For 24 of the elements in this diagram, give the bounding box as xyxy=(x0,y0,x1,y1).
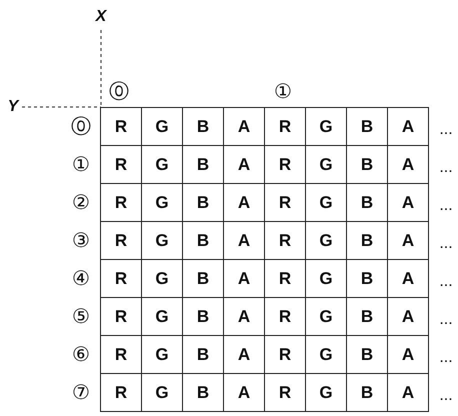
row-number: ⑤ xyxy=(71,304,91,330)
row-number: ⓪ xyxy=(70,114,92,140)
row-number: ④ xyxy=(71,266,91,292)
ellipsis: ... xyxy=(438,158,454,178)
column-number: ⓪ xyxy=(108,80,130,104)
row-number: ③ xyxy=(71,228,91,254)
table-cell: R xyxy=(100,373,142,412)
row-number: ⑥ xyxy=(71,342,91,368)
table-cell: A xyxy=(387,373,429,412)
axis-label: X xyxy=(94,7,108,27)
ellipsis: ... xyxy=(438,234,454,254)
row-number: ① xyxy=(71,152,91,178)
table-cell: R xyxy=(100,107,142,146)
row-number: ② xyxy=(71,190,91,216)
ellipsis: ... xyxy=(438,348,454,368)
table-cell: A xyxy=(387,107,429,146)
ellipsis: ... xyxy=(438,386,454,406)
row-number: ⑦ xyxy=(71,380,91,406)
column-number: ① xyxy=(273,80,293,104)
ellipsis: ... xyxy=(438,310,454,330)
ellipsis: ... xyxy=(438,196,454,216)
ellipsis: ... xyxy=(438,120,454,140)
axis-label: Y xyxy=(6,97,20,117)
ellipsis: ... xyxy=(438,272,454,292)
